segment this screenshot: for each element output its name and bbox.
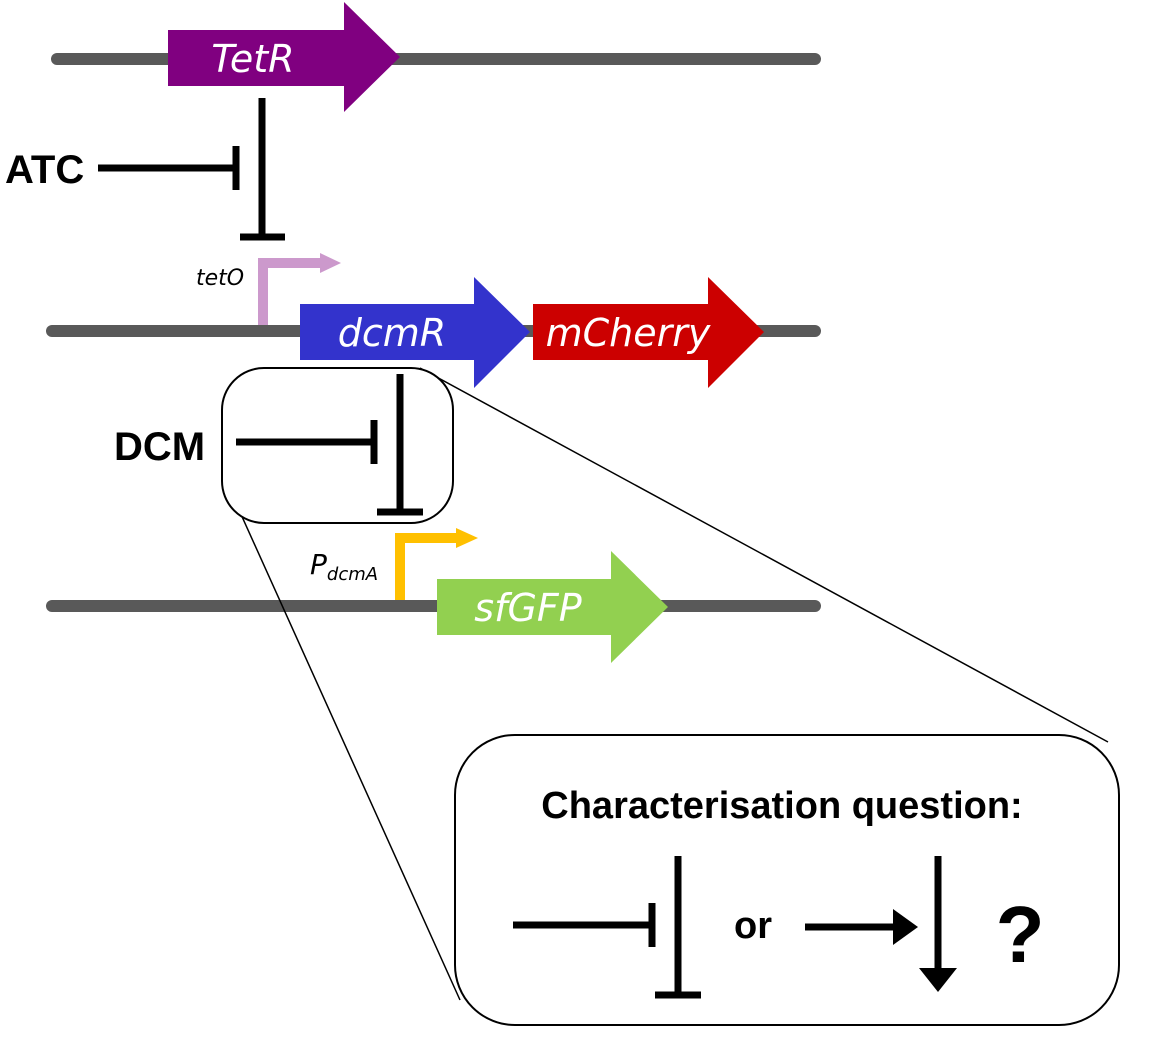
question-title: Characterisation question: bbox=[541, 785, 1022, 827]
teto-promoter-label: tetO bbox=[196, 266, 244, 291]
mcherry-gene-arrow bbox=[533, 277, 764, 388]
tetr-gene-label: TetR bbox=[211, 37, 294, 81]
zoom-line-top bbox=[419, 367, 1109, 743]
dcmr-gene-label: dcmR bbox=[338, 311, 446, 355]
question-box bbox=[454, 734, 1120, 1026]
zoom-line-bottom bbox=[229, 489, 461, 1001]
teto-promoter-arrow bbox=[258, 258, 322, 325]
sfgfp-gene-arrow bbox=[437, 551, 668, 663]
dcmr-gene-arrow bbox=[300, 277, 530, 388]
sfgfp-gene-label: sfGFP bbox=[474, 586, 581, 630]
question-down-head bbox=[919, 968, 957, 992]
question-activate-head bbox=[893, 909, 918, 945]
question-or: or bbox=[734, 905, 772, 947]
question-mark: ? bbox=[996, 890, 1045, 979]
pdcma-promoter-label: PdcmA bbox=[310, 548, 378, 585]
atc-label: ATC bbox=[5, 148, 84, 192]
pdcma-promoter-arrow bbox=[395, 533, 458, 600]
mcherry-gene-label: mCherry bbox=[546, 311, 711, 355]
pdcma-label-sub: dcmA bbox=[327, 564, 378, 585]
pdcma-promoter-head bbox=[456, 528, 478, 548]
teto-promoter-head bbox=[320, 253, 341, 273]
dcm-label: DCM bbox=[114, 425, 205, 469]
pdcma-label-main: P bbox=[310, 548, 327, 581]
tetr-gene-arrow bbox=[168, 2, 400, 112]
